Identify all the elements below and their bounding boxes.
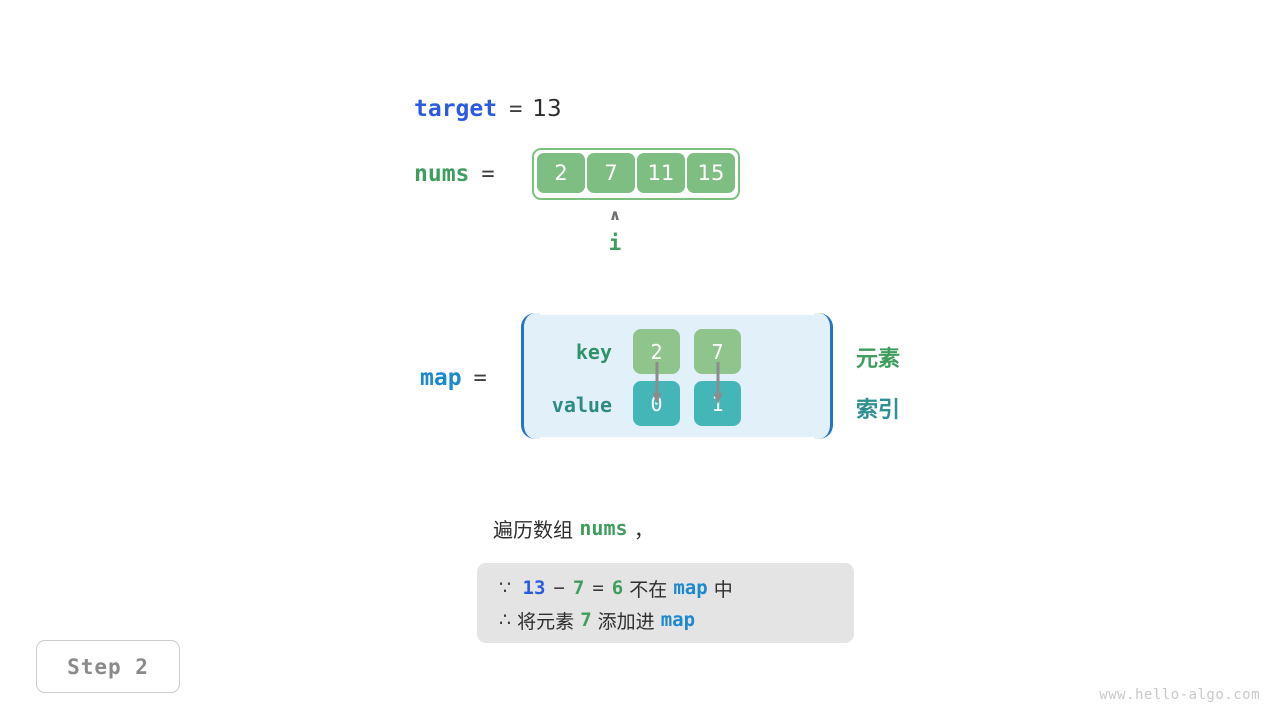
note-map-token-2: map — [660, 609, 696, 631]
note-space-1 — [511, 577, 522, 599]
because-symbol: ∵ — [499, 577, 512, 599]
note-added-element: 7 — [580, 609, 592, 631]
nums-cell-0: 2 — [537, 153, 585, 193]
map-variable-name: map — [420, 365, 462, 391]
note-line-1: ∵ 13 − 7 = 6 不在 map 中 — [499, 573, 832, 603]
note-add-suffix: 添加进 — [591, 610, 661, 633]
map-key-cell-1: 7 — [694, 329, 741, 374]
step-badge: Step 2 — [36, 640, 180, 693]
map-value-cell-1: 1 — [694, 381, 741, 426]
note-minus-operator: − — [553, 577, 565, 599]
map-value-cell-0: 0 — [633, 381, 680, 426]
note-line-2: ∴ 将元素 7 添加进 map — [499, 605, 832, 635]
note-current-element: 7 — [572, 577, 585, 599]
note-complement-value: 6 — [611, 577, 624, 599]
therefore-symbol: ∴ — [499, 609, 512, 631]
map-equals-sign: = — [473, 365, 487, 391]
legend-element-label: 元素 — [856, 347, 901, 372]
nums-cell-1: 7 — [587, 153, 635, 193]
pointer-caret-icon: ∧ — [608, 206, 622, 224]
explanation-note-box: ∵ 13 − 7 = 6 不在 map 中 ∴ 将元素 7 添加进 map — [477, 563, 854, 643]
note-map-token-1: map — [673, 577, 708, 599]
target-assignment-row: target = 13 — [414, 93, 562, 125]
caption-suffix: ， — [627, 517, 654, 542]
caption-code-nums: nums — [579, 516, 628, 540]
note-equals-operator: = — [592, 577, 604, 599]
target-variable-name: target — [414, 96, 498, 122]
note-not-in-text: 不在 — [623, 578, 674, 601]
nums-assignment-row: nums = — [414, 158, 505, 190]
note-target-value: 13 — [522, 577, 546, 599]
note-add-prefix: 将元素 — [511, 610, 581, 633]
watermark: www.hello-algo.com — [1099, 687, 1260, 703]
nums-array: 2 7 11 15 — [532, 148, 740, 200]
map-key-cell-0: 2 — [633, 329, 680, 374]
map-key-row-label: key — [575, 340, 612, 364]
pointer-index-label: i — [608, 231, 622, 255]
target-equals-sign: = — [509, 96, 523, 122]
note-line1-tail: 中 — [707, 578, 733, 601]
map-value-row-label: value — [551, 393, 612, 417]
nums-cell-2: 11 — [637, 153, 685, 193]
map-assignment-row: map = — [420, 362, 497, 394]
legend-index-label: 索引 — [856, 398, 901, 423]
caption-line: 遍历数组 nums ， — [493, 513, 654, 543]
nums-equals-sign: = — [481, 161, 495, 187]
nums-variable-name: nums — [414, 161, 470, 187]
target-value: 13 — [532, 96, 562, 122]
nums-cell-3: 15 — [687, 153, 735, 193]
caption-prefix: 遍历数组 — [493, 517, 580, 542]
